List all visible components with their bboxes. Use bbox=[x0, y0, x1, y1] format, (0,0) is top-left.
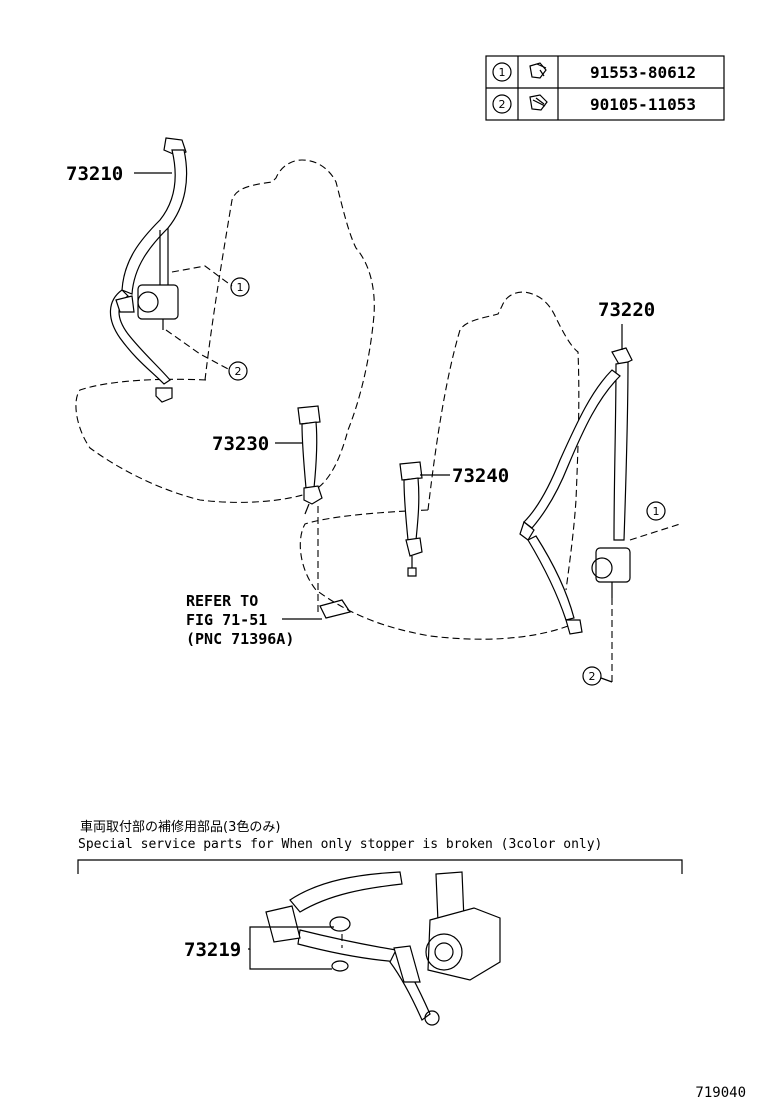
section-bracket bbox=[77, 859, 683, 874]
callout-73230: 73230 bbox=[212, 433, 269, 455]
ref-number: 1 bbox=[499, 66, 506, 79]
marker-rear-lower: 2 bbox=[589, 670, 596, 683]
reference-line3: (PNC 71396A) bbox=[186, 630, 294, 648]
front-inner-belt bbox=[297, 405, 323, 515]
marker-front-lower: 2 bbox=[235, 365, 242, 378]
reference-line2: FIG 71-51 bbox=[186, 611, 267, 629]
part-number: 90105-11053 bbox=[590, 95, 696, 114]
reference-line1: REFER TO bbox=[186, 592, 258, 610]
figure-number: 719040 bbox=[695, 1085, 746, 1101]
front-outer-belt bbox=[109, 137, 188, 403]
part-number: 91553-80612 bbox=[590, 63, 696, 82]
table-row: 1 91553-80612 bbox=[492, 62, 696, 82]
floor-bracket bbox=[319, 599, 351, 619]
marker-circle bbox=[646, 501, 666, 521]
callout-73210: 73210 bbox=[66, 163, 123, 185]
rear-inner-belt bbox=[399, 461, 423, 577]
special-service-english: Special service parts for When only stop… bbox=[78, 837, 602, 852]
rear-outer-belt bbox=[519, 347, 633, 635]
rear-seat-outline bbox=[299, 291, 580, 640]
marker-rear-upper: 1 bbox=[653, 505, 660, 518]
table-row: 2 90105-11053 bbox=[492, 94, 696, 114]
fastener-table: 1 91553-80612 2 90105-11053 bbox=[485, 55, 725, 121]
marker-circle bbox=[228, 361, 248, 381]
bolt-icon bbox=[529, 94, 548, 111]
special-service-japanese: 車両取付部の補修用部品(3色のみ) bbox=[80, 819, 280, 835]
marker-front-upper: 1 bbox=[237, 281, 244, 294]
callout-73219: 73219 bbox=[184, 939, 241, 961]
marker-circle bbox=[582, 666, 602, 686]
front-seat-outline bbox=[75, 159, 375, 503]
callout-73220: 73220 bbox=[598, 299, 655, 321]
callout-73240: 73240 bbox=[452, 465, 509, 487]
marker-circle bbox=[230, 277, 250, 297]
bolt-icon bbox=[529, 62, 547, 79]
ref-circle bbox=[492, 94, 512, 114]
stopper-detail bbox=[265, 871, 501, 1026]
ref-number: 2 bbox=[499, 98, 506, 111]
ref-circle bbox=[492, 62, 512, 82]
